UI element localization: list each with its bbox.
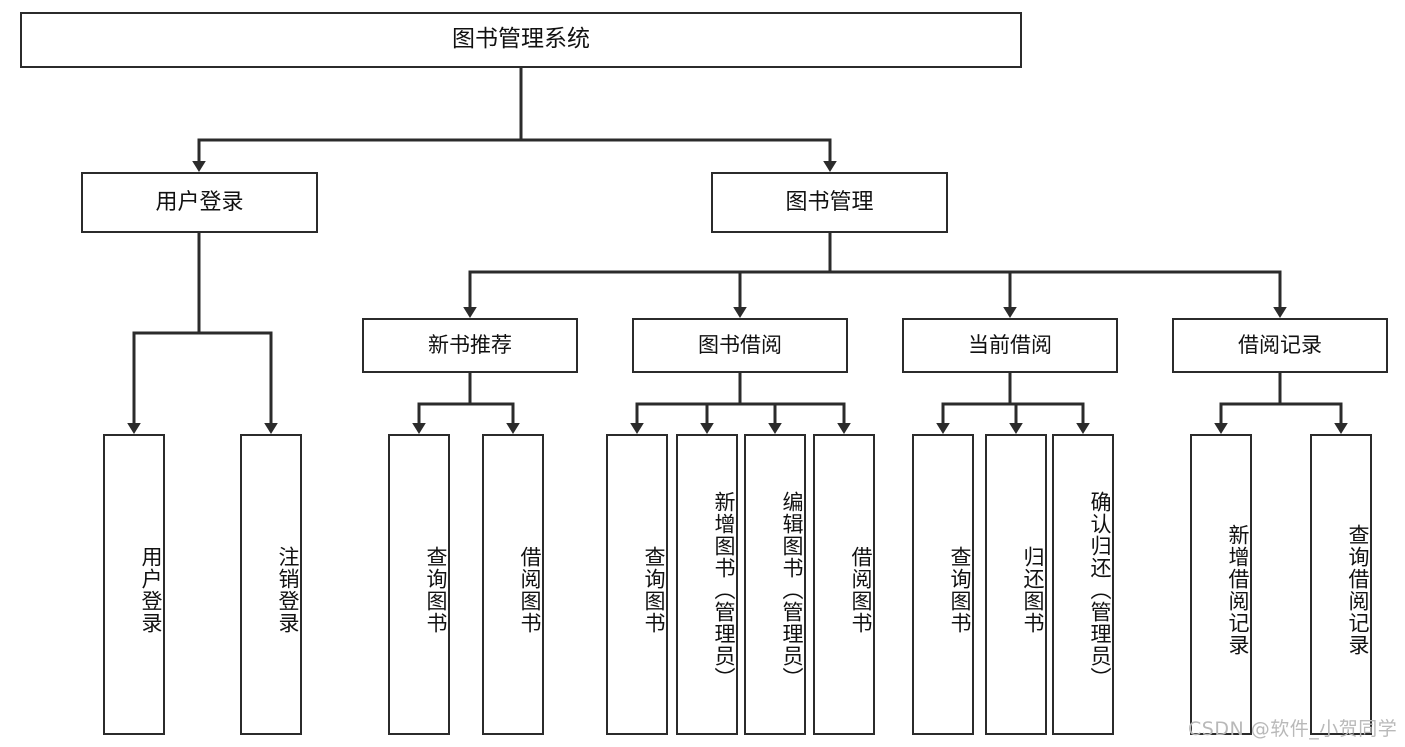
node-leaf-user-login[interactable]: 用户登录 — [103, 434, 165, 735]
node-book-manage[interactable]: 图书管理 — [711, 172, 948, 233]
bookmanage-to-level3-arrow-0 — [463, 307, 477, 318]
node-leaf-query-book-1[interactable]: 查询图书 — [388, 434, 450, 735]
userlogin-to-leaves-arrow-1 — [264, 423, 278, 434]
node-new-book-recommend-label: 新书推荐 — [428, 333, 512, 358]
node-leaf-return-book[interactable]: 归还图书 — [985, 434, 1047, 735]
node-root-label: 图书管理系统 — [452, 26, 590, 53]
node-leaf-confirm-return-admin[interactable]: 确认归还（管理员） — [1052, 434, 1114, 735]
node-leaf-query-book-3[interactable]: 查询图书 — [912, 434, 974, 735]
current-to-leaves-arrow-0 — [936, 423, 950, 434]
node-leaf-add-borrow-record[interactable]: 新增借阅记录 — [1190, 434, 1252, 735]
borrow-to-leaves-arrow-1 — [700, 423, 714, 434]
csdn-watermark: CSDN @软件_小贺同学 — [1188, 718, 1398, 740]
node-leaf-edit-book-admin-label: 编辑图书（管理员） — [780, 490, 804, 689]
node-leaf-query-book-3-label: 查询图书 — [948, 545, 972, 634]
node-leaf-edit-book-admin[interactable]: 编辑图书（管理员） — [744, 434, 806, 735]
node-leaf-borrow-book-2[interactable]: 借阅图书 — [813, 434, 875, 735]
node-leaf-add-book-admin[interactable]: 新增图书（管理员） — [676, 434, 738, 735]
node-leaf-add-book-admin-label: 新增图书（管理员） — [712, 490, 736, 689]
node-leaf-query-book-1-label: 查询图书 — [424, 545, 448, 634]
node-user-login-label: 用户登录 — [155, 189, 244, 215]
recommend-to-leaves-arrow-1 — [506, 423, 520, 434]
node-current-borrow-label: 当前借阅 — [968, 333, 1052, 358]
node-leaf-query-borrow-record-label: 查询借阅记录 — [1346, 523, 1370, 656]
borrow-to-leaves-arrow-0 — [630, 423, 644, 434]
node-book-manage-label: 图书管理 — [785, 189, 874, 215]
root-to-level2-arrow-0 — [192, 161, 206, 172]
node-user-login[interactable]: 用户登录 — [81, 172, 318, 233]
bookmanage-to-level3-arrow-2 — [1003, 307, 1017, 318]
node-leaf-logout-login[interactable]: 注销登录 — [240, 434, 302, 735]
node-leaf-add-borrow-record-label: 新增借阅记录 — [1226, 523, 1250, 656]
node-leaf-query-book-2-label: 查询图书 — [642, 545, 666, 634]
current-to-leaves-arrow-1 — [1009, 423, 1023, 434]
userlogin-to-leaves-arrow-0 — [127, 423, 141, 434]
record-to-leaves-arrow-0 — [1214, 423, 1228, 434]
node-leaf-borrow-book-1[interactable]: 借阅图书 — [482, 434, 544, 735]
root-to-level2-arrow-1 — [823, 161, 837, 172]
node-borrow-record-label: 借阅记录 — [1238, 333, 1322, 358]
borrow-to-leaves-arrow-3 — [837, 423, 851, 434]
record-to-leaves-arrow-1 — [1334, 423, 1348, 434]
node-borrow-record[interactable]: 借阅记录 — [1172, 318, 1388, 373]
bookmanage-to-level3-arrow-3 — [1273, 307, 1287, 318]
node-leaf-query-book-2[interactable]: 查询图书 — [606, 434, 668, 735]
node-leaf-confirm-return-admin-label: 确认归还（管理员） — [1088, 490, 1112, 689]
node-book-borrow-label: 图书借阅 — [698, 333, 782, 358]
node-leaf-logout-login-label: 注销登录 — [276, 545, 300, 634]
node-leaf-borrow-book-2-label: 借阅图书 — [849, 545, 873, 634]
node-leaf-return-book-label: 归还图书 — [1021, 545, 1045, 634]
node-new-book-recommend[interactable]: 新书推荐 — [362, 318, 578, 373]
node-leaf-query-borrow-record[interactable]: 查询借阅记录 — [1310, 434, 1372, 735]
node-book-borrow[interactable]: 图书借阅 — [632, 318, 848, 373]
borrow-to-leaves-arrow-2 — [768, 423, 782, 434]
node-current-borrow[interactable]: 当前借阅 — [902, 318, 1118, 373]
node-leaf-user-login-label: 用户登录 — [139, 545, 163, 634]
node-leaf-borrow-book-1-label: 借阅图书 — [518, 545, 542, 634]
bookmanage-to-level3-arrow-1 — [733, 307, 747, 318]
current-to-leaves-arrow-2 — [1076, 423, 1090, 434]
node-root[interactable]: 图书管理系统 — [20, 12, 1022, 68]
recommend-to-leaves-arrow-0 — [412, 423, 426, 434]
